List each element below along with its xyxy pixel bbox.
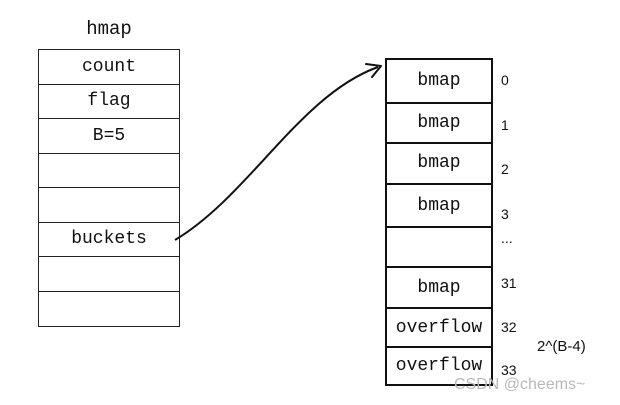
bucket-cell-31: bmap [417, 278, 461, 298]
bucket-cell-32-overflow: overflow [395, 318, 483, 338]
bucket-index-31: 31 [501, 275, 517, 291]
bucket-divider [387, 183, 491, 185]
bucket-divider [387, 226, 491, 228]
hmap-field-flag: flag [39, 85, 179, 119]
hmap-field-count: count [39, 50, 179, 85]
hmap-field-empty [39, 188, 179, 223]
bucket-divider [387, 142, 491, 144]
hmap-field-b: B=5 [39, 119, 179, 154]
bucket-cell-1: bmap [417, 113, 461, 133]
watermark: CSDN @cheems~ [454, 376, 586, 393]
bucket-index-33: 33 [501, 362, 517, 378]
bucket-count-note: 2^(B-4) [537, 338, 586, 355]
bucket-index-32: 32 [501, 319, 517, 335]
hmap-struct: count flag B=5 buckets [38, 49, 180, 327]
hmap-field-empty [39, 257, 179, 292]
hmap-field-buckets: buckets [39, 223, 179, 257]
bucket-cell-2: bmap [417, 153, 461, 173]
hmap-title: hmap [86, 18, 132, 40]
bucket-divider [387, 266, 491, 268]
bucket-divider [387, 102, 491, 104]
bucket-divider [387, 307, 491, 309]
bucket-index-0: 0 [501, 72, 509, 88]
bucket-index-ellipsis: ... [501, 230, 513, 246]
bucket-divider [387, 346, 491, 348]
bucket-cell-0: bmap [417, 71, 461, 91]
bucket-cell-3: bmap [417, 196, 461, 216]
bucket-cell-33-overflow: overflow [395, 356, 483, 376]
bucket-index-2: 2 [501, 161, 509, 177]
bucket-array: bmap bmap bmap bmap bmap overflow overfl… [385, 58, 493, 386]
bucket-index-3: 3 [501, 206, 509, 222]
bucket-cell-ellipsis [387, 228, 491, 266]
hmap-field-empty [39, 154, 179, 188]
bucket-index-1: 1 [501, 117, 509, 133]
